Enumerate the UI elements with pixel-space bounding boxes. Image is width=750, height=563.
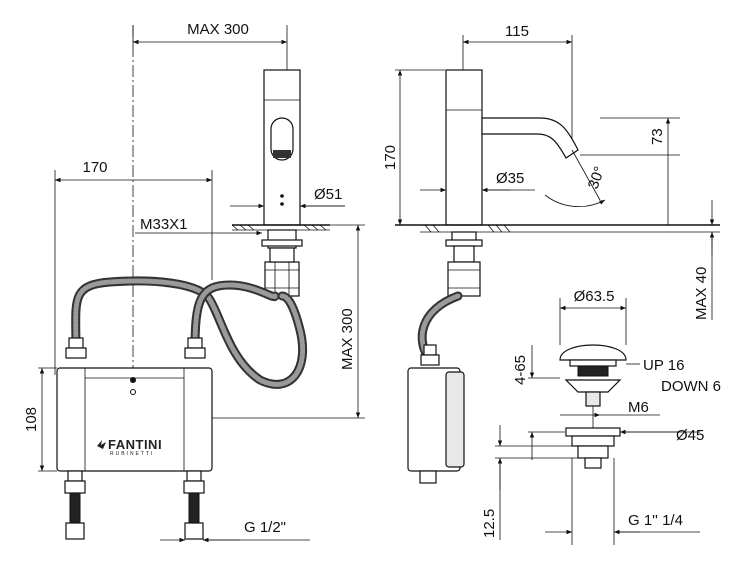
sensor-window (270, 117, 294, 161)
dim-max-reach: MAX 300 (187, 21, 249, 38)
dim-box-height: 108 (23, 407, 40, 432)
control-box (56, 367, 213, 472)
dim-cap-diameter: Ø63.5 (574, 288, 615, 305)
indicator-dot (280, 194, 284, 198)
side-view: 115 170 73 30° Ø35 MAX 40 (382, 23, 720, 484)
inlet-hose-right (188, 492, 200, 524)
brand-logo: FANTINI RUBINETTI (97, 437, 162, 457)
mounting-nut-side (447, 261, 481, 297)
dim-spout-width: 170 (82, 159, 107, 176)
svg-text:FANTINI: FANTINI (108, 437, 162, 452)
dim-max-hose: MAX 300 (339, 308, 356, 370)
dim-thread: M33X1 (140, 216, 188, 233)
svg-text:RUBINETTI: RUBINETTI (110, 451, 154, 457)
dim-reach: 115 (505, 23, 529, 40)
faucet-body-side (445, 69, 483, 226)
dim-flange-diameter: Ø45 (676, 427, 704, 444)
dim-height: 170 (382, 145, 399, 170)
spout-side (481, 117, 579, 159)
drain-flange (565, 427, 621, 437)
dim-thread-m6: M6 (628, 399, 649, 416)
inlet-hose-left (69, 492, 81, 524)
drain-view: Ø63.5 UP 16 DOWN 6 4-65 M6 Ø45 (481, 288, 721, 545)
dim-diameter-base: Ø35 (496, 170, 524, 187)
drain-spring (577, 365, 609, 377)
mounting-nut (264, 261, 300, 297)
dim-tail-length: 12.5 (481, 509, 498, 538)
drain-cap (559, 344, 627, 361)
dim-angle: 30° (585, 164, 609, 191)
dim-stroke-range: 4-65 (512, 355, 529, 385)
spout-outlet (273, 150, 291, 158)
dim-connection-drain: G 1'' 1/4 (628, 512, 683, 529)
front-view: MAX 300 170 Ø51 M33X1 (23, 21, 365, 543)
dim-connection-front: G 1/2" (244, 519, 286, 536)
dim-deck-max: MAX 40 (693, 267, 710, 320)
dim-spout-drop: 73 (649, 128, 666, 145)
dim-diameter-body: Ø51 (314, 186, 342, 203)
drain-tail (577, 445, 609, 459)
dim-up: UP 16 (643, 357, 684, 374)
dim-down: DOWN 6 (661, 378, 721, 395)
